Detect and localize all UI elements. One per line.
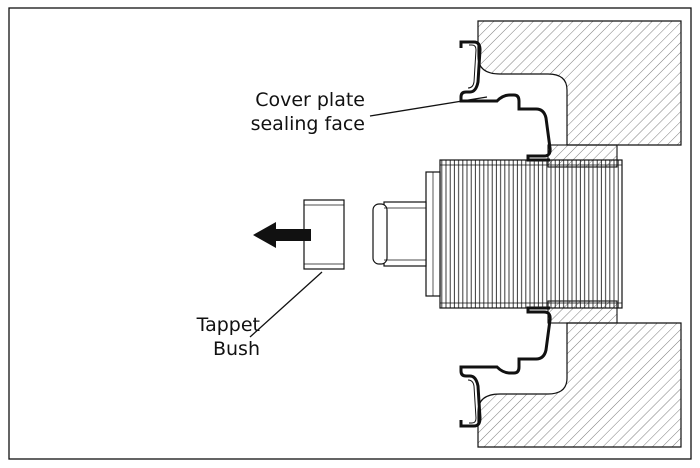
cover-plate-seal-top xyxy=(459,40,552,162)
cover-plate-leader-line xyxy=(369,96,488,117)
cover-plate-label: Cover plate sealing face xyxy=(251,88,365,136)
threaded-shaft xyxy=(439,159,623,309)
tappet-bush-label-line1: Tappet xyxy=(196,314,260,336)
shaft-stub-tip xyxy=(372,203,388,265)
tappet-bush-label: Tappet Bush xyxy=(197,313,260,361)
housing-top xyxy=(477,20,682,146)
cover-plate-seal-bottom xyxy=(459,306,552,428)
cover-plate-label-line1: Cover plate xyxy=(255,89,365,111)
cover-plate-label-line2: sealing face xyxy=(250,113,365,135)
cover-plate-seal-bottom-inner xyxy=(467,379,477,424)
shaft-stub xyxy=(383,201,427,267)
arrow-left-icon xyxy=(253,222,311,248)
frame-border xyxy=(8,7,692,460)
tappet-leader-line xyxy=(249,271,323,338)
cover-plate-seal-top-inner xyxy=(467,44,477,89)
housing-bottom xyxy=(477,322,682,448)
tappet-bush-label-line2: Bush xyxy=(212,338,260,360)
